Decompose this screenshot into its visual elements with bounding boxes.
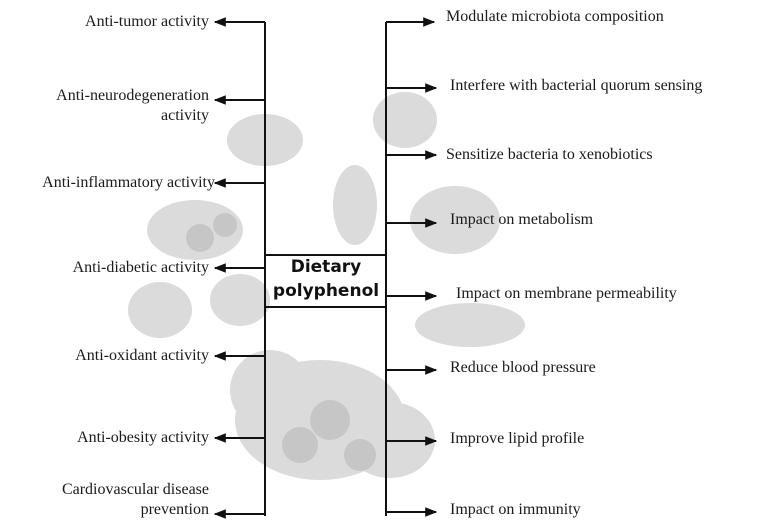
- right-label-lipid-profile: Improve lipid profile: [450, 430, 585, 447]
- left-label-text: Cardiovascular disease: [61, 481, 209, 498]
- right-label-quorum-sensing: Interfere with bacterial quorum sensing: [450, 77, 703, 94]
- left-label-anti-neurodegeneration: Anti-neurodegeneration activity: [56, 86, 209, 126]
- left-label-text: Anti-tumor activity: [85, 13, 209, 30]
- left-label-cardiovascular: Cardiovascular disease prevention: [62, 480, 209, 520]
- fruit-blob: [230, 350, 310, 430]
- left-label-anti-inflammatory: Anti-inflammatory activity: [42, 173, 215, 193]
- fruit-blob: [373, 92, 437, 148]
- fruit-blob: [415, 303, 525, 347]
- right-label-microbiota: Modulate microbiota composition: [446, 8, 664, 25]
- left-label-text: Anti-inflammatory activity: [42, 174, 215, 191]
- fruit-blob: [333, 165, 377, 245]
- fruit-blob: [282, 427, 318, 463]
- center-node-dietary-polyphenol: Dietary polyphenol: [266, 255, 386, 307]
- left-label-anti-obesity: Anti-obesity activity: [77, 428, 209, 448]
- right-label-xenobiotics: Sensitize bacteria to xenobiotics: [446, 146, 653, 163]
- left-label-text-line2: activity: [161, 107, 209, 124]
- left-label-text: Anti-oxidant activity: [75, 347, 209, 364]
- fruit-blob: [128, 282, 192, 338]
- left-label-text: Anti-obesity activity: [77, 429, 209, 446]
- right-label-metabolism: Impact on metabolism: [450, 211, 594, 228]
- left-label-anti-oxidant: Anti-oxidant activity: [75, 346, 209, 366]
- right-label-membrane: Impact on membrane permeability: [456, 285, 677, 302]
- fruit-blob: [344, 439, 376, 471]
- fruit-blob: [310, 400, 350, 440]
- left-label-text: Anti-neurodegeneration: [56, 87, 209, 104]
- fruit-blob: [410, 186, 500, 254]
- right-label-immunity: Impact on immunity: [450, 501, 581, 518]
- fruit-blob: [186, 224, 214, 252]
- fruit-blob: [213, 213, 237, 237]
- left-label-text: Anti-diabetic activity: [72, 259, 209, 276]
- left-label-text-line2: prevention: [140, 501, 209, 518]
- fruit-blob: [210, 274, 270, 326]
- center-title-line1: Dietary: [290, 257, 362, 277]
- center-title-line2: polyphenol: [272, 281, 380, 301]
- left-label-anti-diabetic: Anti-diabetic activity: [73, 258, 209, 278]
- left-label-anti-tumor: Anti-tumor activity: [85, 12, 209, 32]
- right-label-blood-pressure: Reduce blood pressure: [450, 359, 596, 376]
